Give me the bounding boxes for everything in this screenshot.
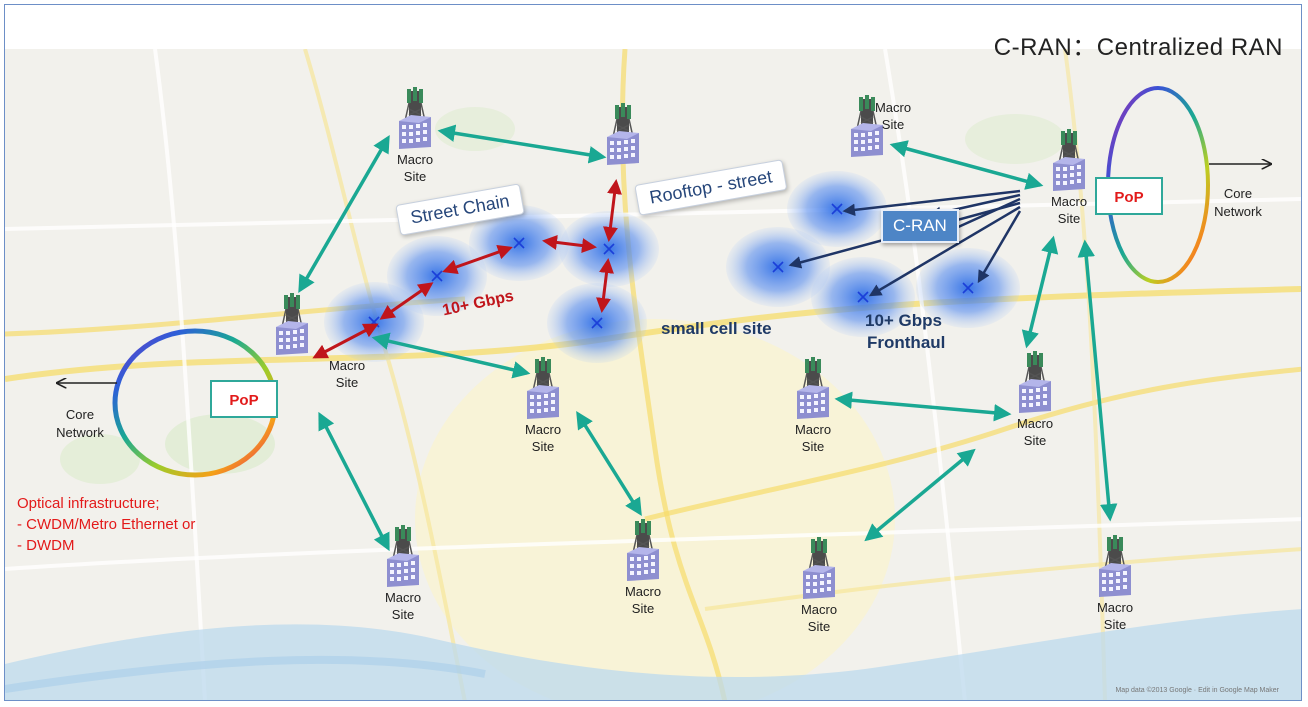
macro-site-label: Macro Site — [1050, 194, 1088, 226]
macro-links — [298, 124, 1118, 552]
macro-site-icon — [799, 537, 839, 599]
macro-site — [583, 103, 663, 165]
macro-site-icon — [272, 293, 312, 355]
macro-site-label: Macro Site — [524, 422, 562, 454]
optical-line: - CWDM/Metro Ethernet or — [17, 516, 196, 533]
macro-site-icon — [395, 87, 435, 149]
core-network-right: Core Network — [1203, 185, 1273, 221]
diagram-frame: C-RAN：Centralized RAN — [4, 4, 1302, 701]
pop-box-left: PoP — [210, 380, 278, 418]
cran-tag: C-RAN — [881, 209, 959, 243]
macro-site-label: Macro Site — [384, 590, 422, 622]
optical-infrastructure-note: Optical infrastructure; - CWDM/Metro Eth… — [17, 493, 195, 556]
optical-line: - DWDM — [17, 537, 75, 554]
macro-site-icon — [523, 357, 563, 419]
core-network-label: Core Network — [1214, 186, 1262, 219]
macro-site-icon — [1095, 535, 1135, 597]
macro-site-icon — [623, 519, 663, 581]
macro-site-icon — [1049, 129, 1089, 191]
macro-site-icon — [1015, 351, 1055, 413]
macro-site-label-group: Macro Site — [307, 355, 387, 391]
core-network-label: Core Network — [56, 407, 104, 440]
macro-site: Macro Site — [995, 351, 1075, 449]
diagram-title: C-RAN：Centralized RAN — [993, 34, 1283, 61]
fronthaul-gbps-label: 10+ Gbps — [865, 311, 943, 330]
map-attribution: Map data ©2013 Google · Edit in Google M… — [1115, 687, 1279, 694]
core-network-left: Core Network — [45, 406, 115, 442]
macro-site-label: Macro Site — [328, 358, 366, 390]
macro-site-icon — [383, 525, 423, 587]
macro-site-label: Macro Site — [1096, 600, 1134, 632]
optical-line: Optical infrastructure; — [17, 495, 160, 512]
macro-site: Macro Site — [375, 87, 455, 185]
pop-box-right: PoP — [1095, 177, 1163, 215]
macro-site: Macro Site — [603, 519, 683, 617]
macro-site-label: Macro Site — [396, 152, 434, 184]
macro-site-label: Macro Site — [794, 422, 832, 454]
macro-site: Macro Site — [363, 525, 443, 623]
macro-site: Macro Site — [1029, 129, 1109, 227]
cell-markers — [368, 203, 974, 329]
network-overlay — [5, 86, 1302, 552]
macro-site: Macro Site — [773, 357, 853, 455]
fronthaul-label: Fronthaul — [867, 333, 946, 352]
macro-site: Macro Site — [779, 537, 859, 635]
macro-site-icon — [603, 103, 643, 165]
street-chain-links — [312, 179, 622, 359]
macro-site-label: Macro Site — [874, 100, 912, 132]
macro-site-label-group: Macro Site — [853, 97, 933, 133]
macro-site-label: Macro Site — [1016, 416, 1054, 448]
macro-site-icon — [793, 357, 833, 419]
macro-site: Macro Site — [1075, 535, 1155, 633]
small-cell-site-label: small cell site — [661, 319, 772, 338]
macro-site-label: Macro Site — [800, 602, 838, 634]
macro-site: Macro Site — [503, 357, 583, 455]
macro-site-label: Macro Site — [624, 584, 662, 616]
macro-site — [252, 293, 332, 355]
